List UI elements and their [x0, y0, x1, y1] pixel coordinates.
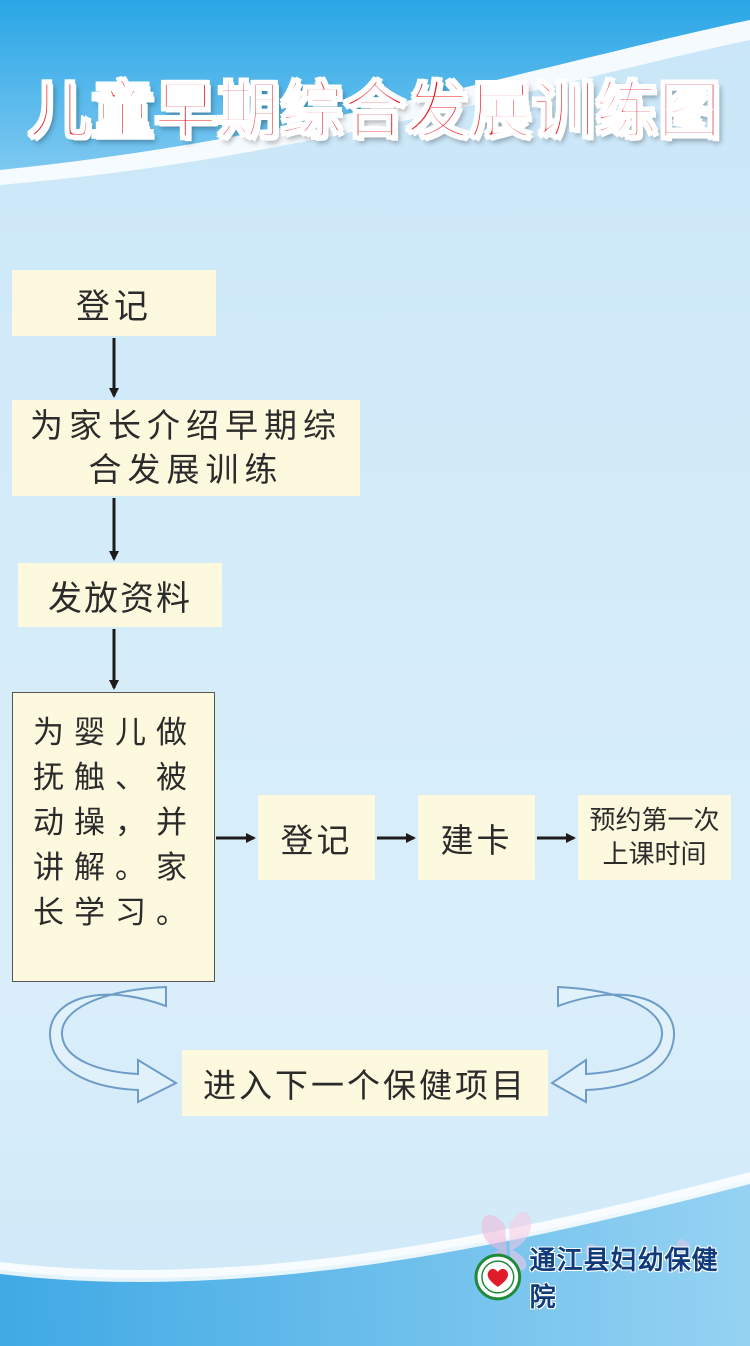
step-distribute-materials: 发放资料	[18, 563, 222, 627]
step-next-item: 进入下一个保健项目	[182, 1050, 548, 1116]
step-register-again-label: 登记	[280, 820, 353, 860]
page-title: 儿童早期综合发展训练图	[27, 73, 722, 148]
step-register-label: 登记	[76, 286, 152, 327]
step-build-card: 建卡	[418, 795, 535, 880]
step-introduce-training: 为家长介绍早期综合发展训练	[12, 400, 360, 496]
step-materials-label: 发放资料	[48, 578, 192, 619]
step-infant-care: 为婴儿做抚触、被动操，并讲解。家长学习。	[12, 692, 215, 982]
curved-arrow-right-icon	[550, 985, 676, 1104]
step-register: 登记	[12, 270, 216, 336]
heart-logo-icon	[474, 1253, 522, 1301]
step-appointment-label: 预约第一次上课时间	[589, 805, 720, 870]
step-introduce-label: 为家长介绍早期综合发展训练	[30, 406, 342, 489]
step-next-item-label: 进入下一个保健项目	[203, 1066, 527, 1105]
curved-arrow-left-icon	[48, 985, 179, 1104]
step-infant-care-label: 为婴儿做抚触、被动操，并讲解。家长学习。	[33, 715, 197, 931]
organization-footer: 通江县妇幼保健院	[474, 1246, 744, 1313]
organization-name: 通江县妇幼保健院	[529, 1246, 719, 1313]
step-appointment: 预约第一次上课时间	[578, 795, 731, 880]
step-build-card-label: 建卡	[440, 820, 513, 860]
step-register-again: 登记	[258, 795, 375, 880]
